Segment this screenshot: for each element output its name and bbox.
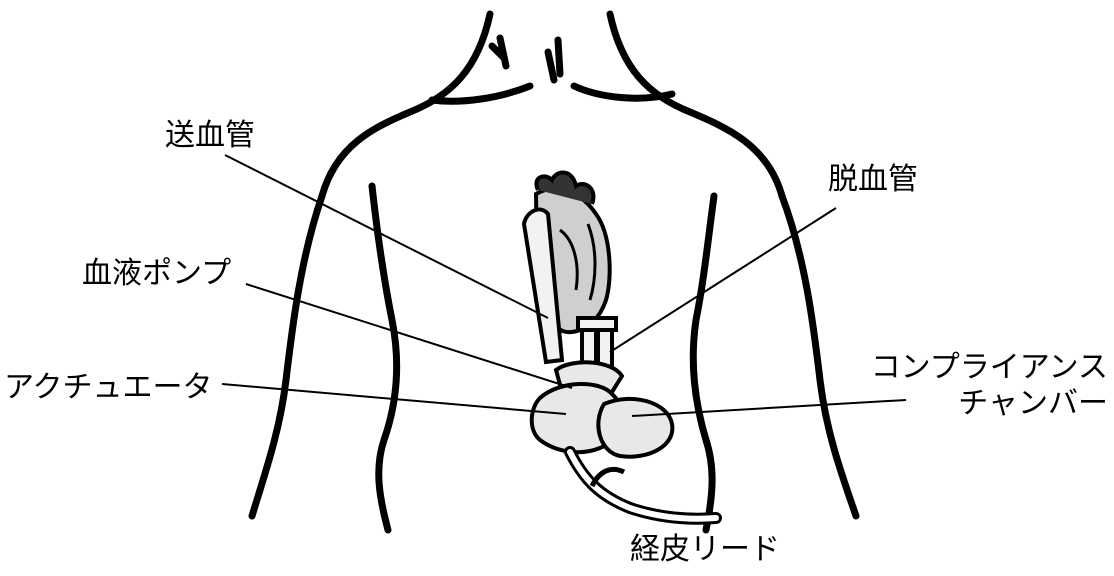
neck-right-outline bbox=[610, 14, 782, 196]
left-shoulder-arm bbox=[252, 196, 322, 516]
neck-tendon-right bbox=[548, 40, 560, 80]
percutaneous-lead bbox=[570, 452, 716, 519]
inflow-cannula-cuff bbox=[578, 318, 616, 330]
neck-tendon-left bbox=[492, 38, 506, 66]
label-blood-pump: 血液ポンプ bbox=[82, 256, 231, 292]
label-actuator: アクチュエータ bbox=[4, 370, 213, 406]
right-torso-side bbox=[693, 196, 714, 530]
left-torso-side bbox=[372, 186, 397, 530]
label-compliance-chamber: コンプライアンス チャンバー bbox=[871, 350, 1108, 422]
label-percutaneous-lead: 経皮リード bbox=[630, 532, 780, 568]
label-outflow-cannula: 送血管 bbox=[165, 118, 255, 154]
label-compliance-line2: チャンバー bbox=[871, 386, 1108, 422]
label-compliance-line1: コンプライアンス bbox=[871, 350, 1108, 386]
label-inflow-cannula: 脱血管 bbox=[828, 162, 918, 198]
device bbox=[532, 362, 673, 456]
neck-left-outline bbox=[322, 14, 490, 196]
leader-compliance bbox=[632, 400, 906, 416]
compliance-chamber-body bbox=[598, 399, 672, 457]
right-shoulder-arm bbox=[782, 196, 856, 516]
